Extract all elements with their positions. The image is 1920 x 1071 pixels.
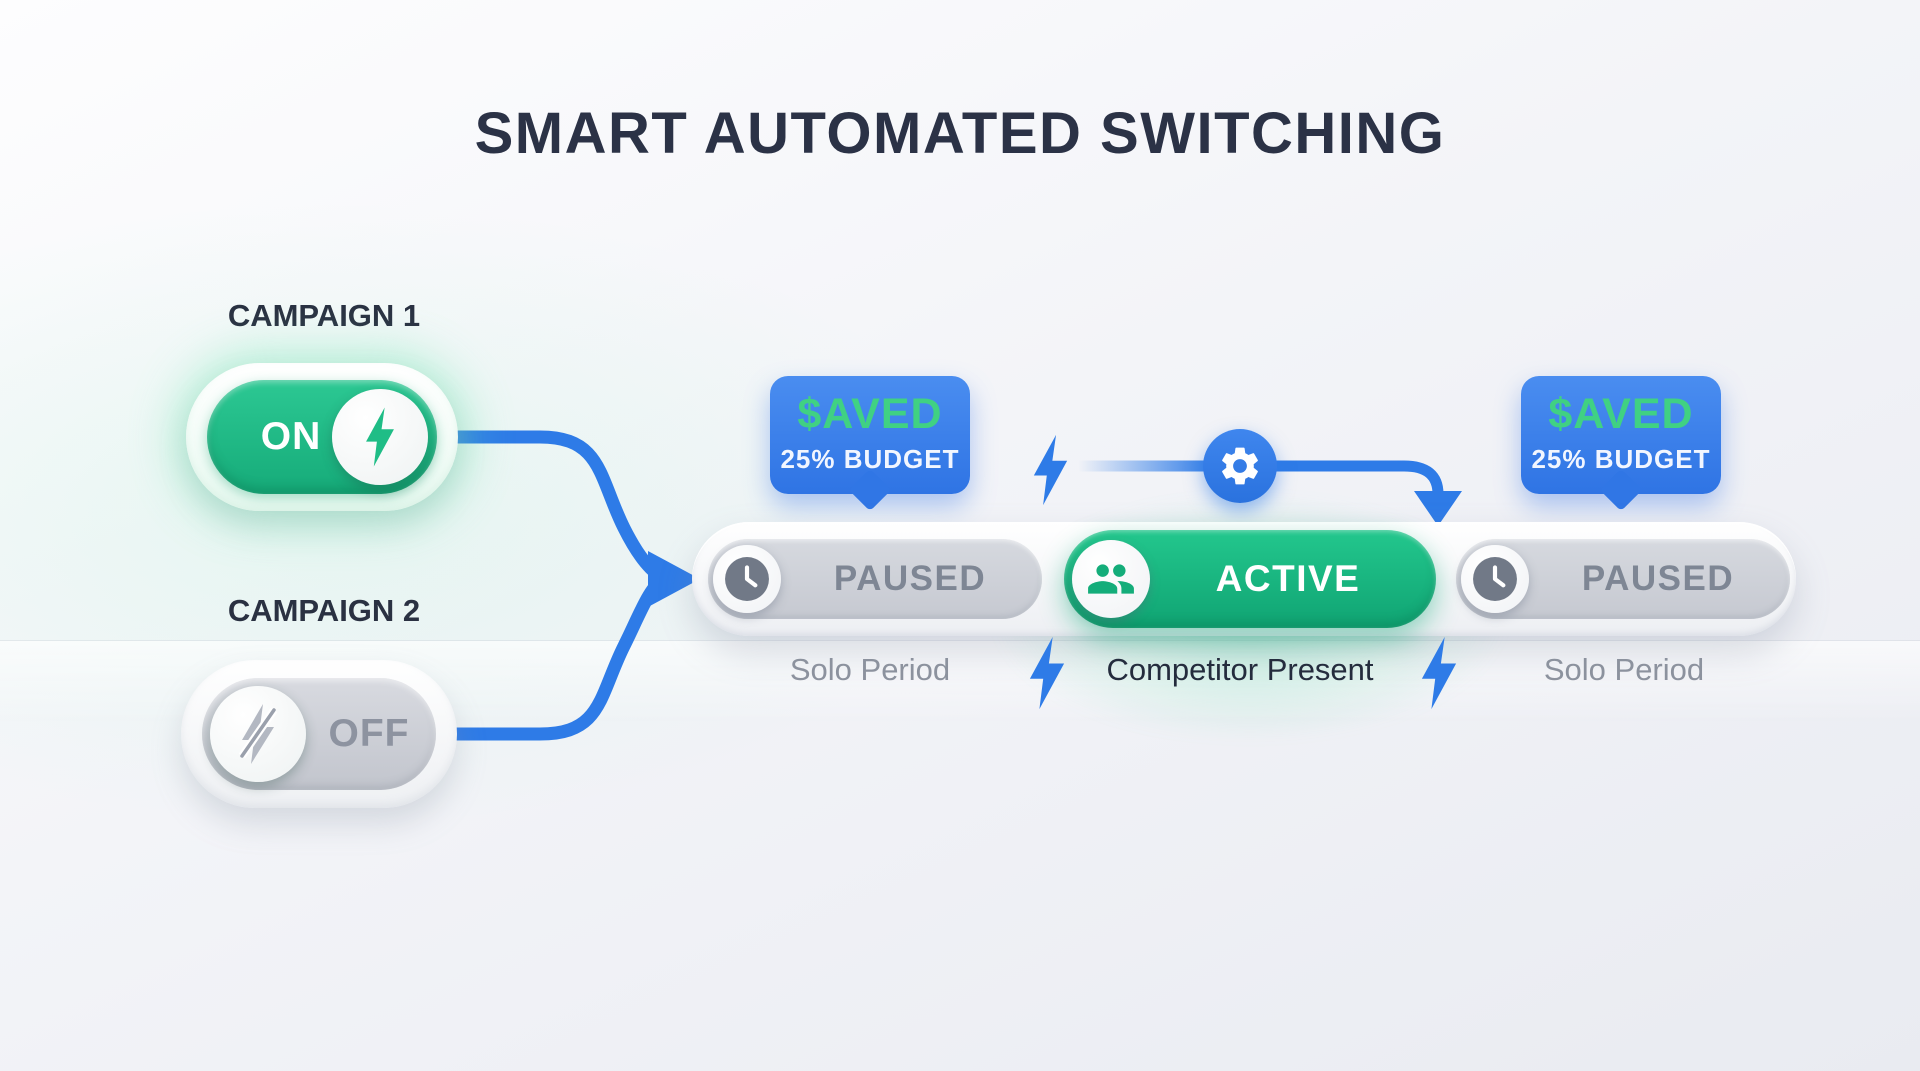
- campaign-2-state-label: OFF: [328, 712, 410, 755]
- bolt-icon: [1033, 434, 1068, 506]
- segment-status: PAUSED: [1581, 559, 1735, 598]
- savings-badge-1: $AVED 25% BUDGET: [770, 376, 970, 512]
- users-icon: [1088, 564, 1134, 594]
- automation-gear-badge: [1203, 429, 1277, 503]
- segment-status: PAUSED: [833, 559, 987, 598]
- period-label-solo-1: Solo Period: [789, 652, 951, 687]
- automation-arrow: [1072, 460, 1462, 526]
- clock-icon: [1473, 557, 1517, 601]
- saved-label: $AVED: [1548, 390, 1694, 438]
- campaign-1-toggle[interactable]: ON: [186, 363, 458, 511]
- saved-label: $AVED: [797, 390, 943, 438]
- campaign-1-knob: [332, 389, 428, 485]
- campaign-2-toggle-track: OFF: [202, 678, 436, 790]
- campaign-2-knob: [210, 686, 306, 782]
- merge-arrow: [443, 430, 700, 741]
- bolt-off-icon: [238, 704, 278, 764]
- timeline-segment-paused-1: PAUSED: [708, 539, 1042, 619]
- campaign-1-label: CAMPAIGN 1: [227, 298, 421, 333]
- campaign-1-state-label: ON: [260, 415, 322, 458]
- page-title: SMART AUTOMATED SWITCHING: [474, 101, 1446, 166]
- budget-label: 25% BUDGET: [780, 444, 960, 474]
- period-label-solo-2: Solo Period: [1543, 652, 1705, 687]
- segment-knob: [1072, 540, 1150, 618]
- bolt-icon: [1421, 636, 1457, 710]
- budget-label: 25% BUDGET: [1531, 444, 1711, 474]
- clock-icon: [725, 557, 769, 601]
- savings-badge-2: $AVED 25% BUDGET: [1521, 376, 1721, 512]
- bolt-icon: [366, 407, 394, 467]
- timeline-segment-active: ACTIVE: [1064, 530, 1436, 628]
- campaign-1-toggle-track: ON: [207, 380, 437, 494]
- segment-status: ACTIVE: [1215, 558, 1361, 599]
- campaign-2-label: CAMPAIGN 2: [227, 593, 421, 628]
- bolt-icon: [1029, 636, 1065, 710]
- segment-knob: [713, 545, 781, 613]
- gear-icon: [1222, 447, 1258, 485]
- campaign-2-toggle[interactable]: OFF: [181, 660, 457, 808]
- period-label-competitor: Competitor Present: [1106, 652, 1374, 687]
- segment-knob: [1461, 545, 1529, 613]
- timeline-segment-paused-2: PAUSED: [1456, 539, 1790, 619]
